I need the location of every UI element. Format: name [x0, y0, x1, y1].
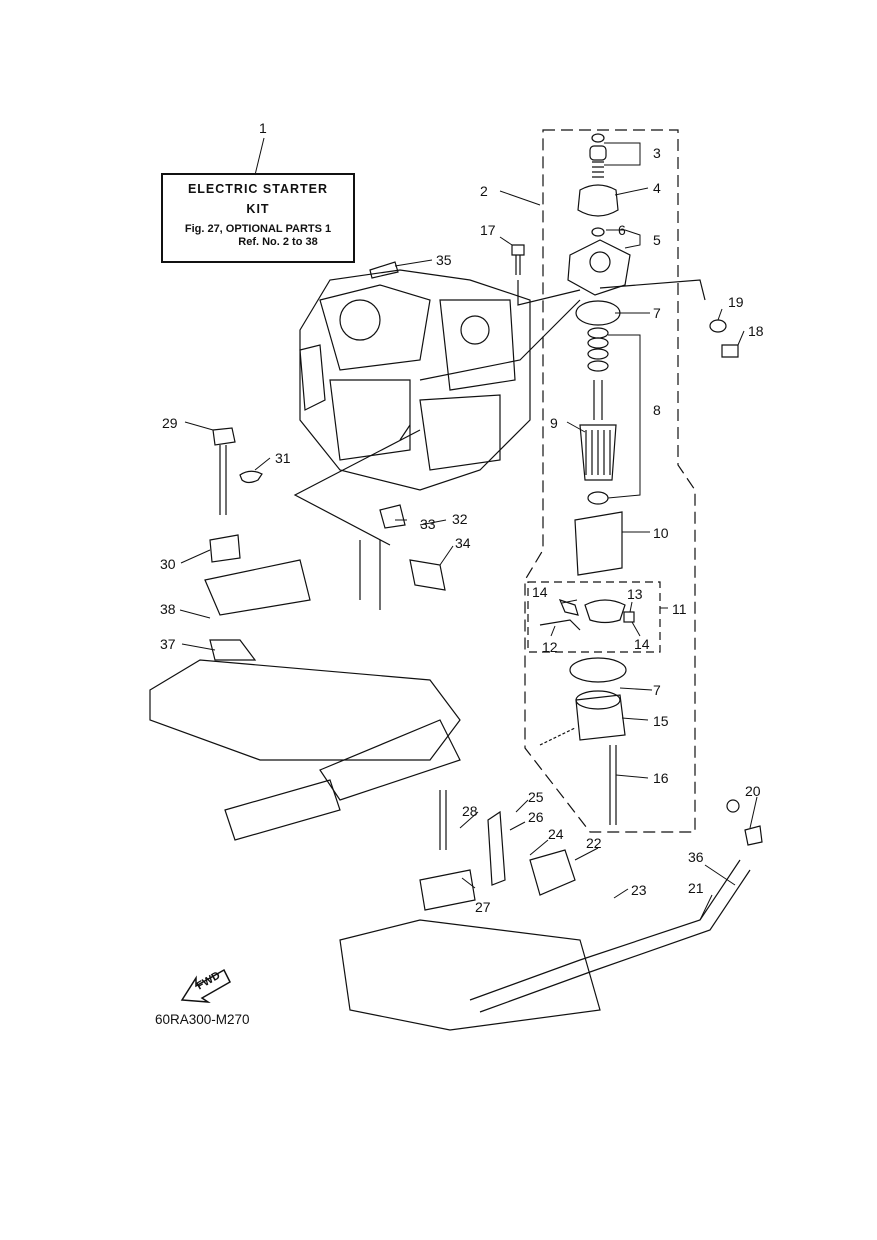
callout: 33 — [420, 516, 436, 532]
callout: 32 — [452, 511, 468, 527]
callout: 37 — [160, 636, 176, 652]
callout: 22 — [586, 835, 602, 851]
callout: 16 — [653, 770, 669, 786]
lower-unit — [149, 639, 763, 1031]
callout: 2 — [480, 183, 488, 199]
callout: 30 — [160, 556, 176, 572]
brush-kit-parts — [539, 599, 635, 631]
bolt-17 — [511, 244, 525, 275]
callout: 15 — [653, 713, 669, 729]
kit-figure-ref: Fig. 27, OPTIONAL PARTS 1 — [184, 223, 332, 235]
brush-kit-outline — [527, 581, 661, 653]
callout: 18 — [748, 323, 764, 339]
fwd-arrow: FWD — [180, 962, 232, 1006]
callout: 36 — [688, 849, 704, 865]
callout: 14 — [532, 584, 548, 600]
callout: 14 — [634, 636, 650, 652]
callout: 29 — [162, 415, 178, 431]
callout: 3 — [653, 145, 661, 161]
callout: 11 — [672, 601, 687, 617]
kit-title: ELECTRIC STARTER — [187, 182, 329, 196]
kit-ref-range: Ref. No. 2 to 38 — [238, 236, 318, 248]
starter-parts — [539, 133, 631, 825]
callout: 5 — [653, 232, 661, 248]
bolt-18 — [721, 344, 739, 358]
washer-19 — [709, 319, 727, 333]
callout: 13 — [627, 586, 643, 602]
callout: 7 — [653, 682, 661, 698]
callout: 31 — [275, 450, 291, 466]
callout: 10 — [653, 525, 669, 541]
engine-powerhead — [299, 269, 531, 491]
callout: 17 — [480, 222, 496, 238]
callout: 25 — [528, 789, 544, 805]
callout: 20 — [745, 783, 761, 799]
callout: 38 — [160, 601, 176, 617]
callout: 6 — [618, 222, 626, 238]
callout-numbers: 2 3 4 5 6 7 8 9 10 11 12 13 14 14 15 16 … — [160, 145, 764, 915]
callout: 9 — [550, 415, 558, 431]
callout: 24 — [548, 826, 564, 842]
callout-leaders — [179, 137, 758, 921]
callout: 8 — [653, 402, 661, 418]
callout: 26 — [528, 809, 544, 825]
left-parts — [204, 261, 446, 616]
diagram-code: 60RA300-M270 — [155, 1012, 250, 1027]
starter-assembly-outline — [524, 129, 696, 833]
callout: 7 — [653, 305, 661, 321]
callout: 23 — [631, 882, 647, 898]
callout: 35 — [436, 252, 452, 268]
callout: 34 — [455, 535, 471, 551]
kit-ref-number: 1 — [259, 120, 267, 136]
leader-lines — [293, 279, 706, 546]
callout: 12 — [542, 639, 558, 655]
kit-subtitle: KIT — [246, 202, 270, 216]
fwd-arrow-icon — [180, 968, 231, 1003]
callout: 28 — [462, 803, 478, 819]
callout: 21 — [688, 880, 704, 896]
callout: 27 — [475, 899, 491, 915]
kit-label-box: ELECTRIC STARTER KIT Fig. 27, OPTIONAL P… — [161, 173, 355, 263]
callout: 19 — [728, 294, 744, 310]
callout: 4 — [653, 180, 661, 196]
